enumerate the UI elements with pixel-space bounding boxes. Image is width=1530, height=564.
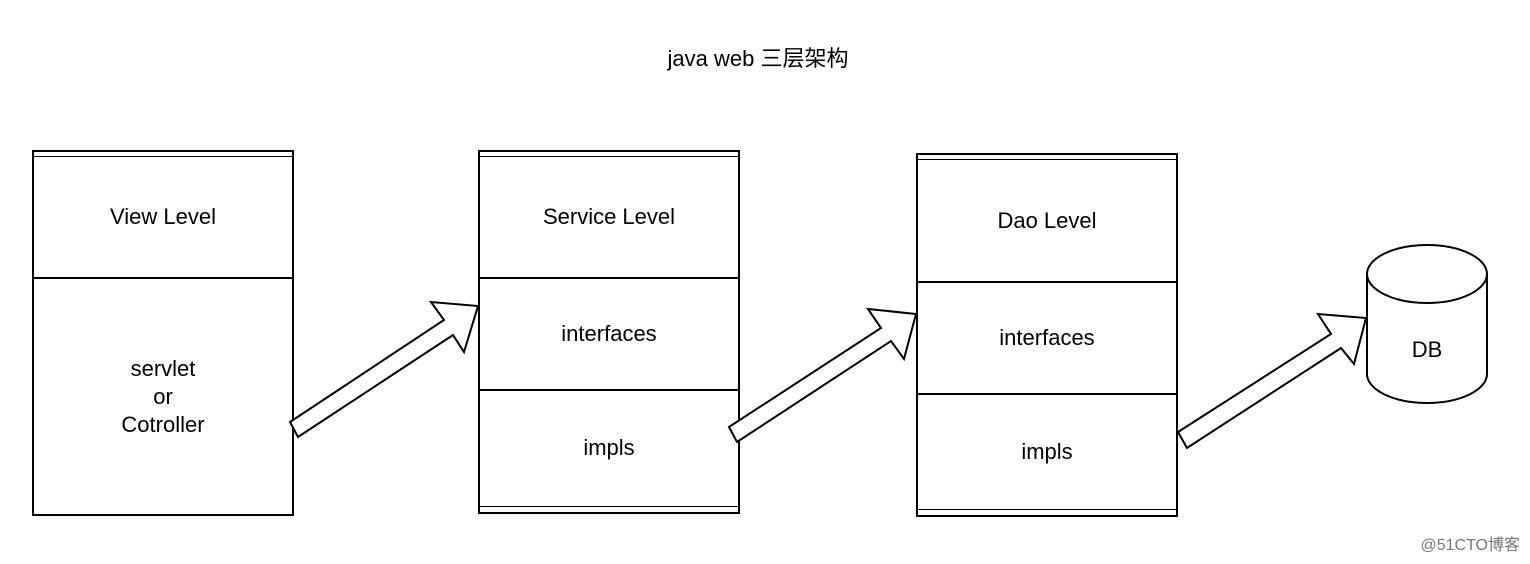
service-level-impls-label: impls xyxy=(583,435,635,460)
view-level-top-bar xyxy=(34,156,292,157)
view-level-line-servlet: servlet xyxy=(130,355,196,381)
dao-level-header: Dao Level xyxy=(918,160,1176,281)
service-level-interfaces: interfaces xyxy=(480,277,738,389)
service-level-bottom-bar xyxy=(480,506,738,507)
dao-level-header-label: Dao Level xyxy=(997,207,1097,233)
service-level-interfaces-label: interfaces xyxy=(561,321,657,346)
view-level-header-label: View Level xyxy=(110,204,216,229)
view-level-line-or: or xyxy=(153,383,173,409)
service-level-header: Service Level xyxy=(480,157,738,277)
view-level-box: View Level servlet or Cotroller xyxy=(32,150,294,516)
view-level-header: View Level xyxy=(34,157,292,277)
watermark: @51CTO博客 xyxy=(1420,537,1520,554)
database-label: DB xyxy=(1411,337,1443,362)
dao-level-impls: impls xyxy=(918,393,1176,508)
dao-level-bottom-bar xyxy=(918,509,1176,510)
service-level-box: Service Level interfaces impls xyxy=(478,150,740,514)
arrow-view-to-service xyxy=(288,300,480,439)
service-level-top-bar xyxy=(480,156,738,157)
database-cylinder xyxy=(1366,244,1488,404)
arrow-dao-to-db xyxy=(1176,312,1368,450)
dao-level-top-bar xyxy=(918,159,1176,160)
view-level-body-text: servlet or Cotroller xyxy=(121,355,204,439)
diagram-title: java web 三层架构 xyxy=(667,46,849,71)
arrow-service-to-dao xyxy=(727,307,918,444)
database-cylinder-top xyxy=(1366,244,1488,304)
dao-level-interfaces-label: interfaces xyxy=(999,325,1095,350)
service-level-header-label: Service Level xyxy=(542,204,676,229)
dao-level-impls-label: impls xyxy=(1021,438,1073,464)
dao-level-box: Dao Level interfaces impls xyxy=(916,153,1178,517)
database-cylinder-body xyxy=(1366,274,1488,404)
service-level-impls: impls xyxy=(480,389,738,505)
dao-level-interfaces: interfaces xyxy=(918,281,1176,393)
view-level-line-controller: Cotroller xyxy=(121,411,205,437)
view-level-body: servlet or Cotroller xyxy=(34,277,292,514)
